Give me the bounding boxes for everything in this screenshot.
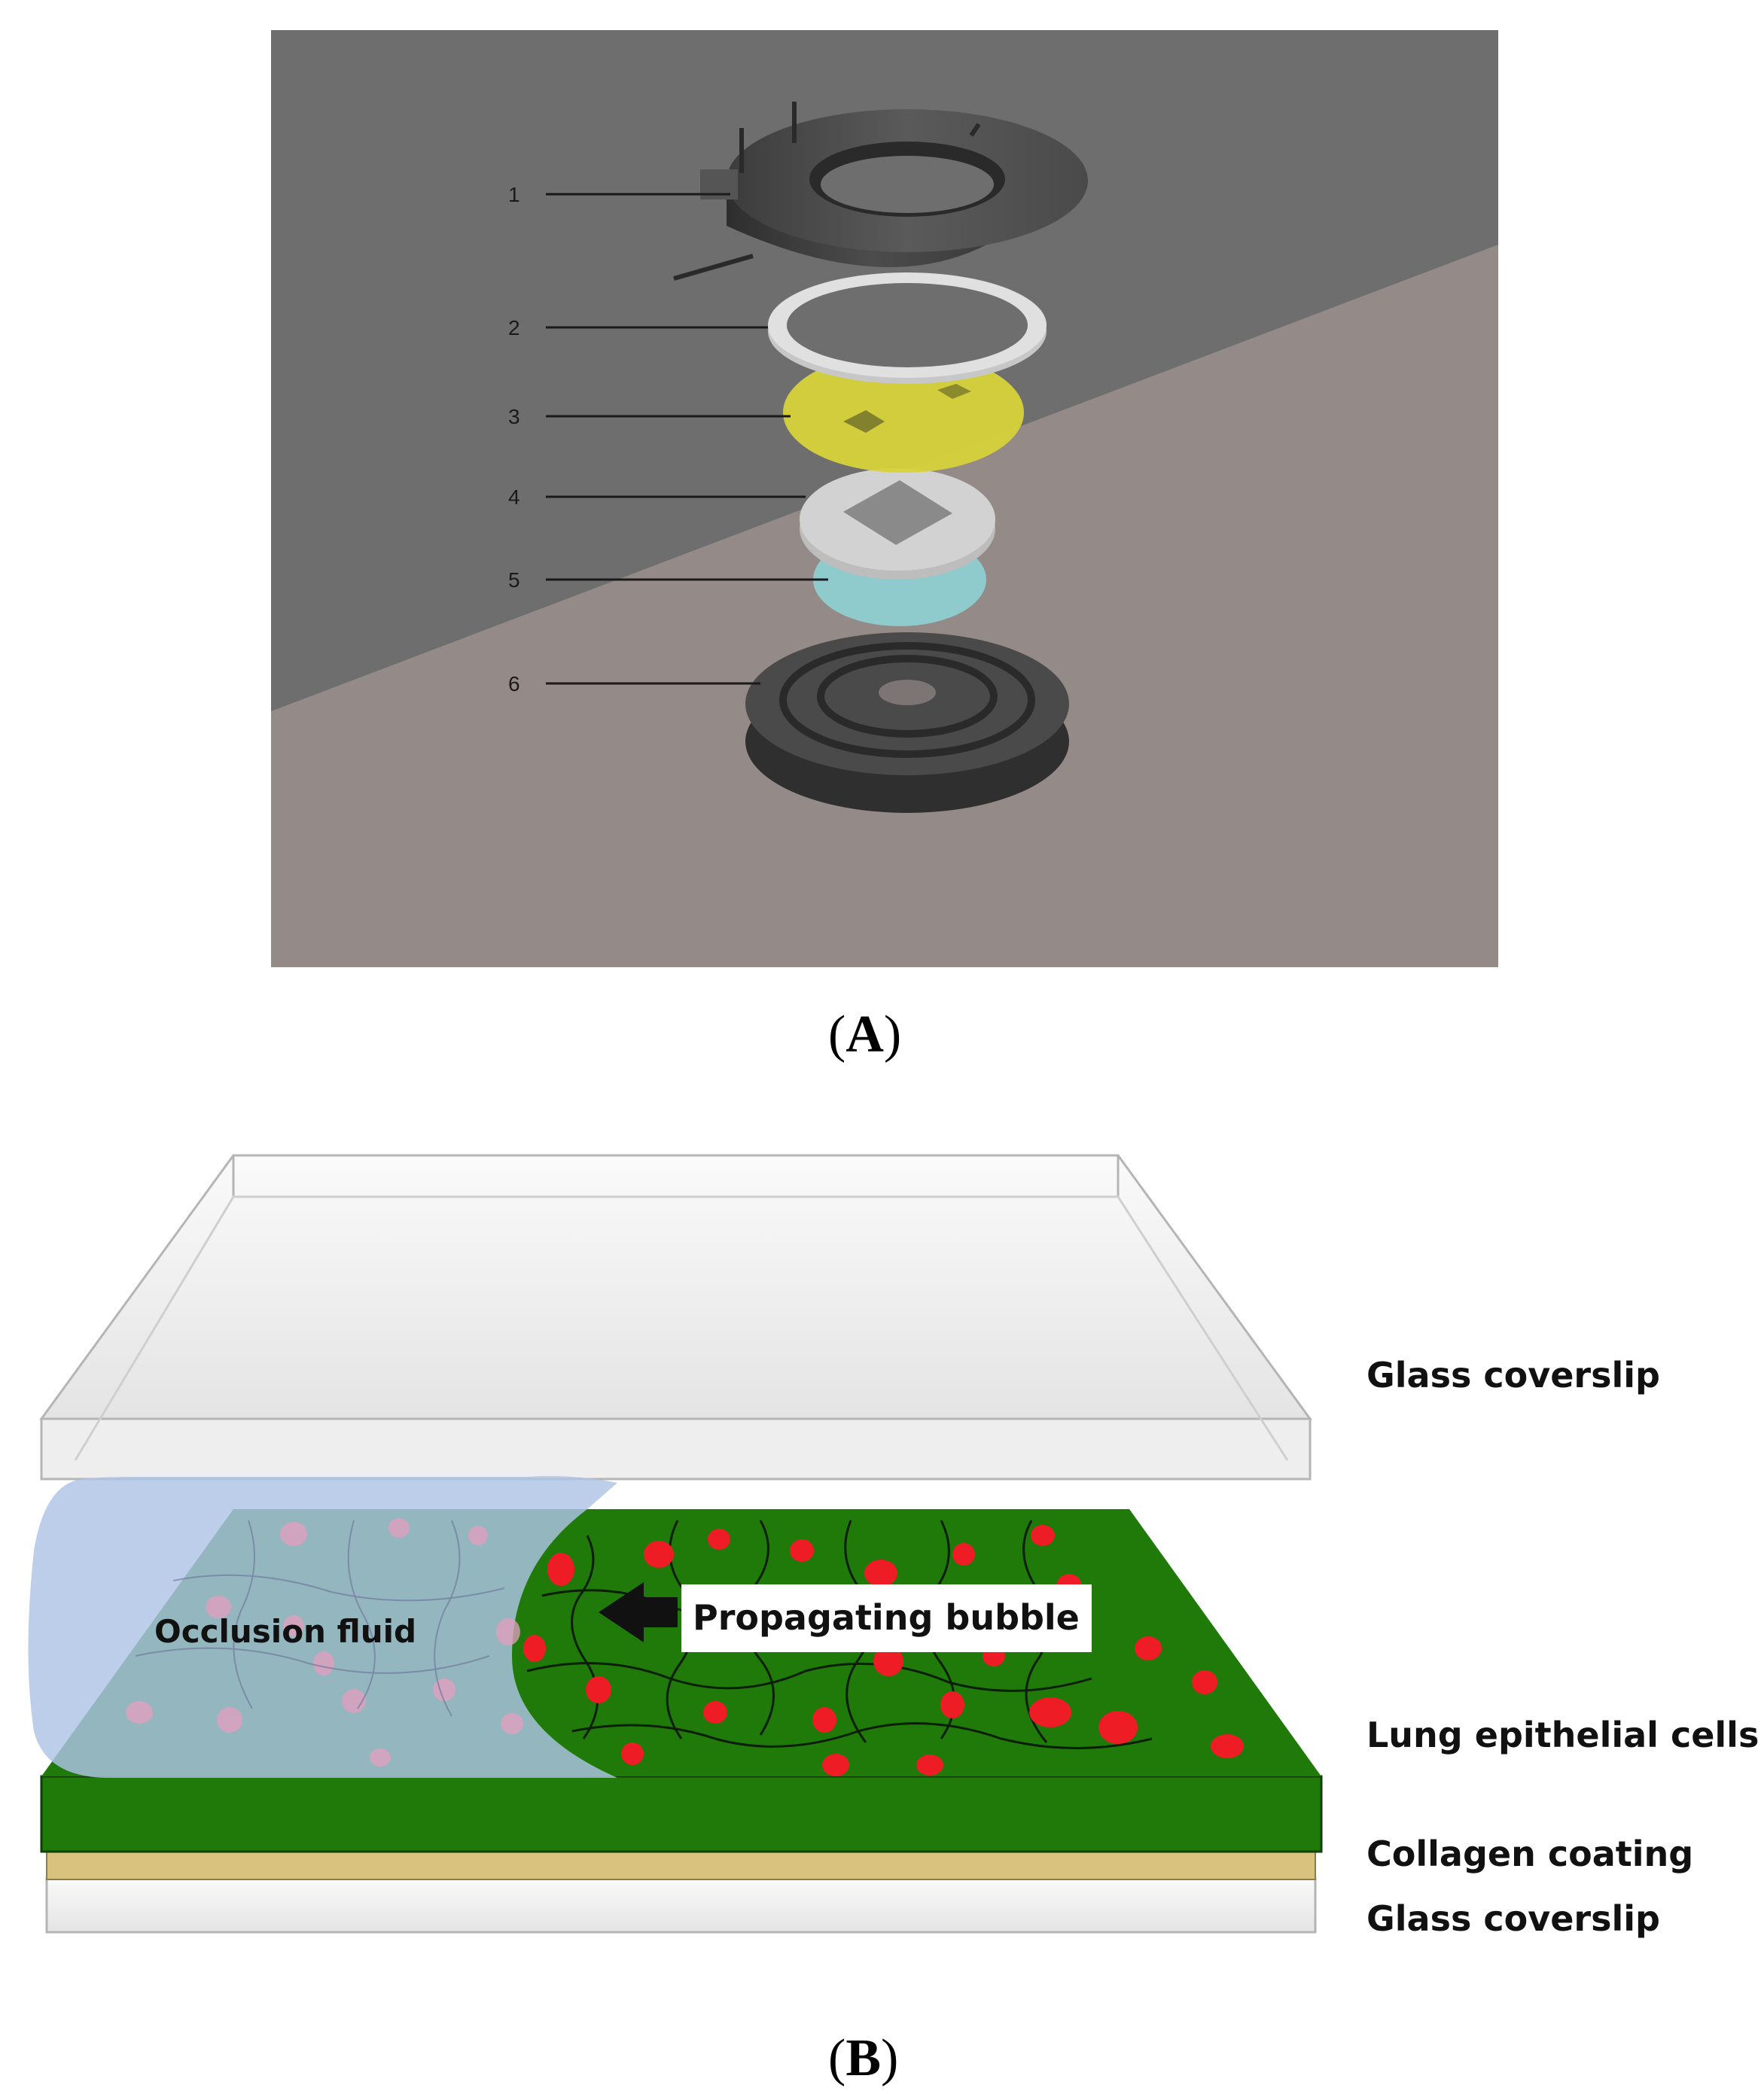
occlusion-fluid: Occlusion fluid [28, 1476, 617, 1778]
lung-epithelial-cells-label: Lung epithelial cells [1366, 1715, 1758, 1755]
panel-b-label: (B) [828, 2029, 899, 2087]
part-2-white-ring [768, 272, 1047, 384]
bubble-arrow [599, 1582, 678, 1642]
part-number-2: 2 [508, 316, 520, 339]
glass-coverslip-top-label: Glass coverslip [1366, 1355, 1660, 1395]
propagating-bubble-label: Propagating bubble [693, 1597, 1080, 1638]
occlusion-fluid-label: Occlusion fluid [154, 1613, 416, 1650]
panel-b-layer-diagram: Occlusion fluid Propagating bubble [0, 1129, 1355, 1976]
bubble-label-box [681, 1584, 1092, 1652]
glass-coverslip-top [39, 1154, 1312, 1481]
part-4-window-ring [800, 468, 995, 580]
part-6-base-holder [745, 632, 1069, 813]
collagen-coating-label: Collagen coating [1366, 1834, 1694, 1874]
part-number-6: 6 [508, 672, 520, 695]
panel-a-label: (A) [828, 1006, 902, 1064]
part-number-3: 3 [508, 405, 520, 428]
collagen-coating [46, 1849, 1316, 1880]
part-1-clamp-ring [673, 102, 1088, 281]
device-exploded-diagram: 1 2 3 4 5 6 [271, 30, 1498, 967]
part-number-1: 1 [508, 183, 520, 206]
glass-coverslip-bottom [45, 1876, 1317, 1934]
cell-layer-side [40, 1775, 1323, 1853]
part-number-4: 4 [508, 485, 520, 509]
panel-a-exploded-view: 1 2 3 4 5 6 [271, 30, 1498, 971]
part-3-membrane [783, 352, 1024, 473]
part-number-5: 5 [508, 568, 520, 592]
glass-coverslip-bottom-label: Glass coverslip [1366, 1898, 1660, 1939]
layer-stack-diagram: Occlusion fluid Propagating bubble [28, 1154, 1323, 1934]
part-number-labels: 1 2 3 4 5 6 [508, 183, 828, 695]
